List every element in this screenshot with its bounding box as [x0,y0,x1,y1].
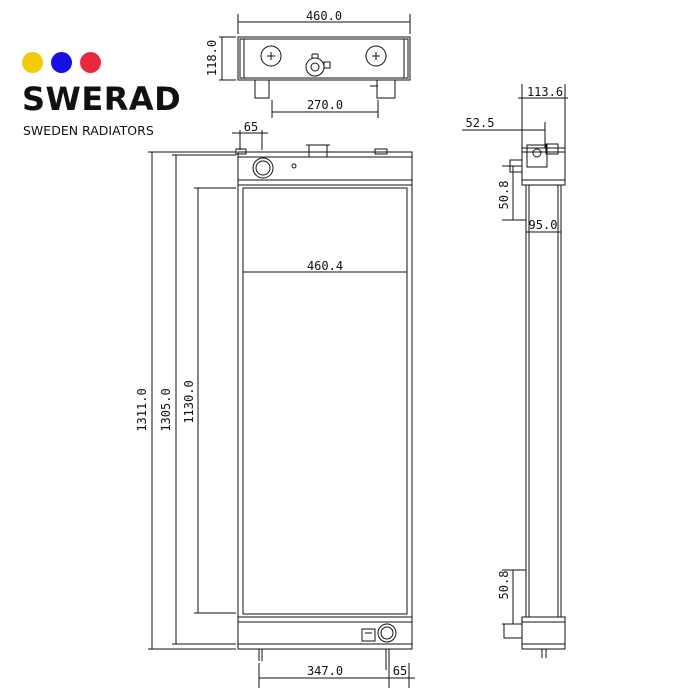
dim-top-width: 460.0 [306,9,342,23]
dim-side-upper-port: 50.8 [497,181,511,210]
front-view: 65 460.4 1311.0 [135,120,415,688]
dim-left-offset-top: 65 [244,120,258,134]
dim-core-height: 1130.0 [182,380,196,423]
dim-top-spacing: 270.0 [307,98,343,112]
dim-side-offset: 52.5 [466,116,495,130]
dim-core-width: 460.4 [307,259,343,273]
brand-dots [22,52,102,76]
dim-tank-height: 1305.0 [159,388,173,431]
dim-top-height: 118.0 [205,40,219,76]
dim-side-depth: 113.6 [527,85,563,99]
blue-dot [51,52,72,73]
side-core [525,184,562,618]
filler-cap [305,57,325,77]
brand-name: SWERAD [22,80,182,118]
top-port-right [365,45,387,67]
side-view: 113.6 52.5 50.8 95.0 [462,84,568,658]
dim-overall-height: 1311.0 [135,388,149,431]
yellow-dot [22,52,43,73]
top-port-left [260,45,282,67]
dim-side-lower-port: 50.8 [497,571,511,600]
dim-bottom-spacing: 347.0 [307,664,343,678]
lower-tank [237,616,413,650]
red-dot [80,52,101,73]
dim-right-offset-bottom: 65 [393,664,407,678]
radiator-core [237,184,413,618]
top-view: 460.0 118.0 270.0 [205,9,411,118]
brand-subtitle: SWEDEN RADIATORS [23,123,154,138]
dim-side-core-depth: 95.0 [529,218,558,232]
